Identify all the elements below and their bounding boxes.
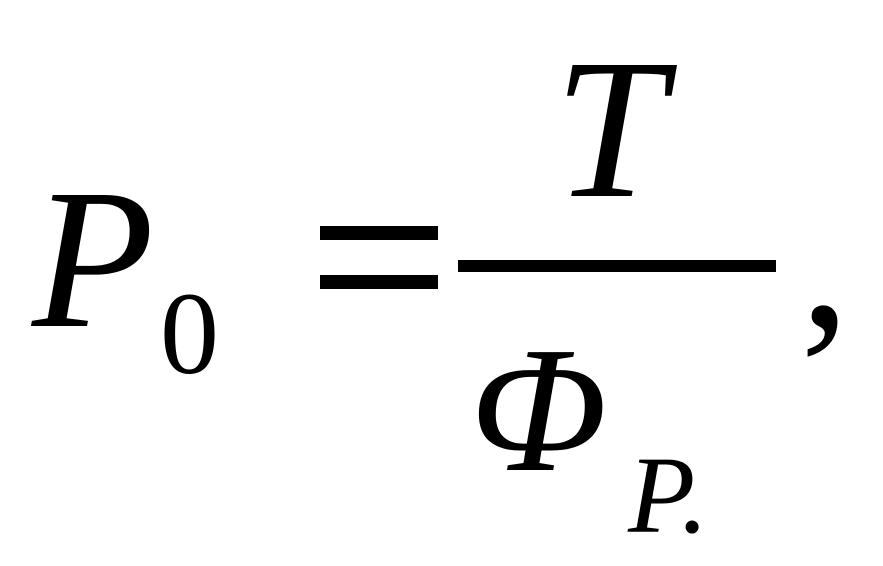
fraction-bar	[458, 260, 776, 272]
lhs-symbol: P	[32, 149, 155, 370]
equals-top-bar	[320, 226, 438, 240]
trailing-comma: ,	[800, 149, 850, 370]
fraction-numerator: T	[554, 19, 666, 240]
fraction-denominator-subscript: P.	[628, 434, 709, 556]
equals-bottom-bar	[320, 275, 438, 289]
fraction-denominator-symbol: Φ	[470, 310, 608, 509]
lhs-subscript: 0	[160, 268, 219, 399]
